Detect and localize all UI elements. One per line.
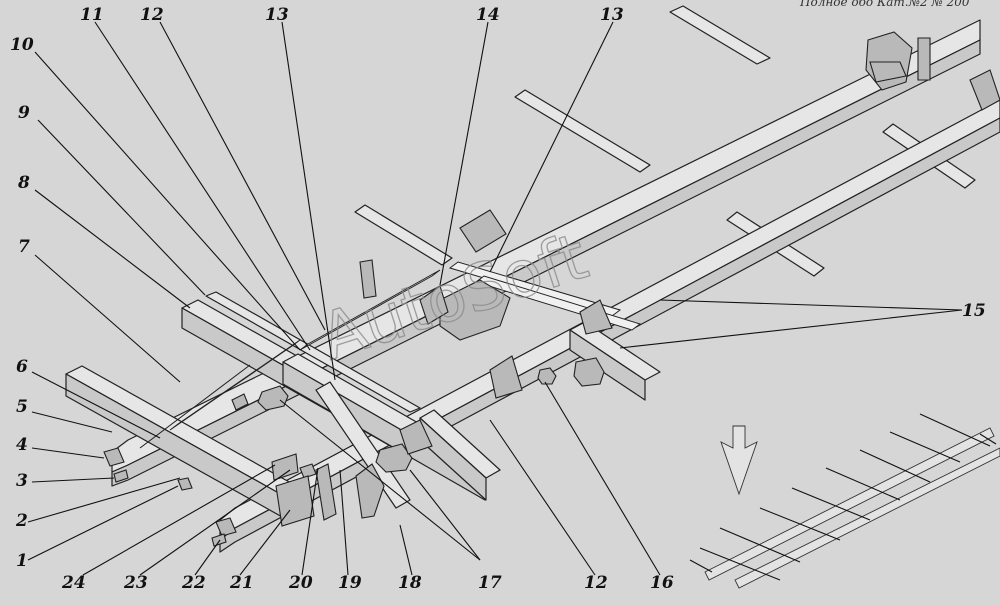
callout-15: 15 — [962, 301, 986, 321]
callout-13: 13 — [265, 5, 289, 25]
callout-7: 7 — [18, 237, 30, 257]
frame-overview-inset — [689, 413, 1000, 589]
callout-12b: 12 — [584, 573, 608, 593]
callout-16: 16 — [650, 573, 674, 593]
callout-11: 11 — [80, 5, 104, 25]
callout-24: 24 — [61, 573, 86, 593]
callout-2: 2 — [15, 511, 28, 531]
callout-9: 9 — [18, 103, 30, 123]
arrow-down-icon — [720, 425, 758, 496]
callout-20: 20 — [288, 573, 313, 593]
callout-12: 12 — [140, 5, 164, 25]
callout-18: 18 — [398, 573, 422, 593]
header-fragment: Полное обо Кат.№2 № 200 — [799, 0, 970, 9]
brackets-and-mountings — [103, 31, 1000, 547]
leader-lines — [27, 21, 963, 576]
front-crossmembers — [65, 291, 661, 519]
callout-23: 23 — [123, 573, 148, 593]
callout-19: 19 — [338, 573, 362, 593]
callout-13b: 13 — [600, 5, 624, 25]
callout-6: 6 — [16, 357, 28, 377]
callout-17: 17 — [478, 573, 502, 593]
callout-5: 5 — [16, 397, 28, 417]
callout-labels: 11 12 13 14 13 10 9 8 7 6 5 4 3 2 1 15 2… — [10, 5, 986, 593]
callout-21: 21 — [229, 573, 254, 593]
callout-22: 22 — [181, 573, 206, 593]
callout-10: 10 — [10, 35, 34, 55]
callout-14: 14 — [476, 5, 500, 25]
tubular-crossmembers — [139, 261, 642, 449]
callout-4: 4 — [16, 435, 28, 455]
callout-3: 3 — [16, 471, 28, 491]
callout-1: 1 — [16, 551, 28, 571]
callout-8: 8 — [17, 173, 30, 193]
